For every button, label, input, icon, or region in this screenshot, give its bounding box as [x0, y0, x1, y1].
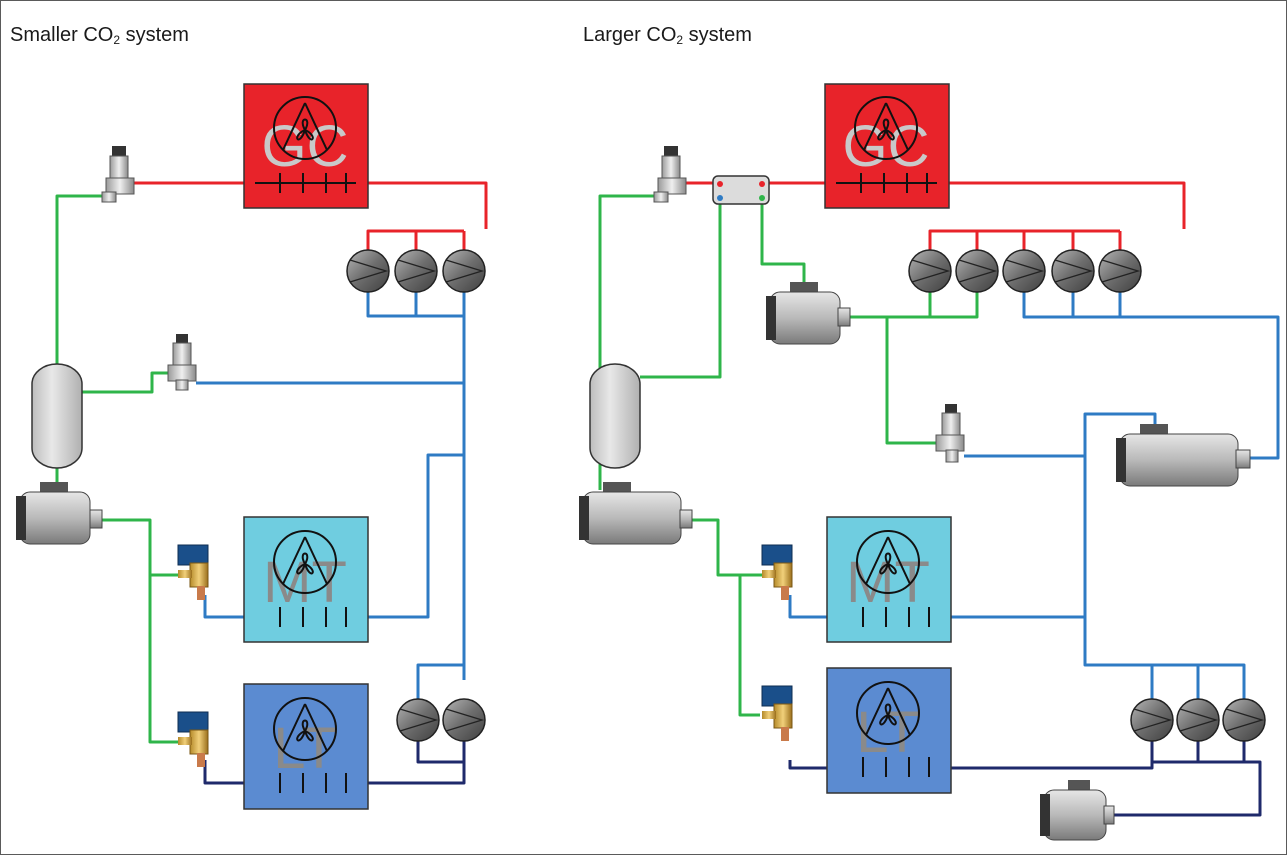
compressor-icon	[1098, 249, 1142, 293]
compressor-icon	[346, 249, 390, 293]
right-ihx-out	[760, 198, 806, 282]
right-hp-manifold	[928, 229, 1120, 250]
left-lt-label: LT	[273, 716, 336, 781]
right-lt-disch	[1110, 740, 1262, 817]
left-pump-icon	[16, 482, 103, 545]
compressor-icon	[394, 249, 438, 293]
compressor-icon	[1051, 249, 1095, 293]
right-gas-cooler: GC	[824, 83, 950, 209]
right-receiver	[589, 363, 641, 469]
title-smaller-system: Smaller CO2 system	[10, 24, 189, 47]
compressor-icon	[1002, 249, 1046, 293]
left-mt-return	[203, 453, 464, 619]
title-larger-system: Larger CO2 system	[583, 24, 752, 47]
right-lt-compressor-rack	[1130, 698, 1266, 742]
left-mt-solenoid-icon	[177, 544, 209, 600]
right-pipes	[598, 181, 1280, 817]
right-mp-loop	[1118, 292, 1280, 460]
right-lt-return	[788, 760, 1154, 770]
compressor-icon	[396, 698, 440, 742]
left-liq-flash	[80, 371, 172, 394]
right-bypass-valve-icon	[935, 404, 965, 463]
left-hp-manifold	[366, 229, 464, 250]
right-pump-icon-1	[766, 282, 851, 345]
left-lt-compressor-rack	[396, 698, 486, 742]
right-mt-solenoid-icon	[761, 544, 793, 600]
left-lt-solenoid-icon	[177, 711, 209, 767]
right-lt-label: LT	[856, 700, 919, 765]
left-liq-to-rec	[55, 194, 113, 372]
right-pump-icon-2	[579, 482, 693, 545]
compressor-icon	[442, 249, 486, 293]
right-pump-icon-3	[1116, 424, 1251, 487]
left-mt-label: MT	[263, 550, 347, 615]
right-liq-to-rec	[598, 194, 656, 372]
right-heat-exchanger	[712, 175, 770, 205]
left-liq-pump	[102, 518, 178, 744]
right-liq-bypass	[885, 317, 936, 445]
compressor-icon	[908, 249, 952, 293]
right-pump-icon-4	[1040, 780, 1115, 841]
right-pump-disch	[848, 292, 979, 319]
right-mt-evaporator: MT	[826, 516, 952, 643]
right-mt-return	[788, 595, 1085, 619]
compressor-icon	[1222, 698, 1266, 742]
right-ihx-liq	[640, 198, 722, 379]
right-compressor-rack	[908, 249, 1142, 293]
left-mt-evaporator: MT	[243, 516, 369, 643]
right-hp-valve-icon	[653, 146, 687, 203]
right-mp-trunk	[1083, 412, 1246, 700]
compressor-icon	[955, 249, 999, 293]
left-lt-evaporator: LT	[243, 683, 369, 810]
right-lt-solenoid-icon	[761, 685, 793, 741]
left-mp-suction	[366, 292, 464, 318]
right-mt-label: MT	[846, 550, 930, 615]
compressor-icon	[1176, 698, 1220, 742]
compressor-icon	[442, 698, 486, 742]
right-lt-evaporator: LT	[826, 667, 952, 794]
right-gc-label: GC	[843, 114, 930, 179]
right-mp-suction	[1022, 292, 1120, 319]
left-gc-label: GC	[262, 114, 349, 179]
left-hp-valve-icon	[101, 146, 135, 203]
left-receiver	[31, 363, 83, 469]
compressor-icon	[1130, 698, 1174, 742]
left-lt-disch	[416, 663, 464, 700]
left-pipes	[55, 181, 488, 785]
left-compressor-rack	[346, 249, 486, 293]
right-liq-pump	[690, 518, 760, 717]
left-flash-valve-icon	[167, 334, 197, 391]
left-gas-cooler: GC	[243, 83, 369, 209]
left-lt-suction	[416, 740, 464, 764]
